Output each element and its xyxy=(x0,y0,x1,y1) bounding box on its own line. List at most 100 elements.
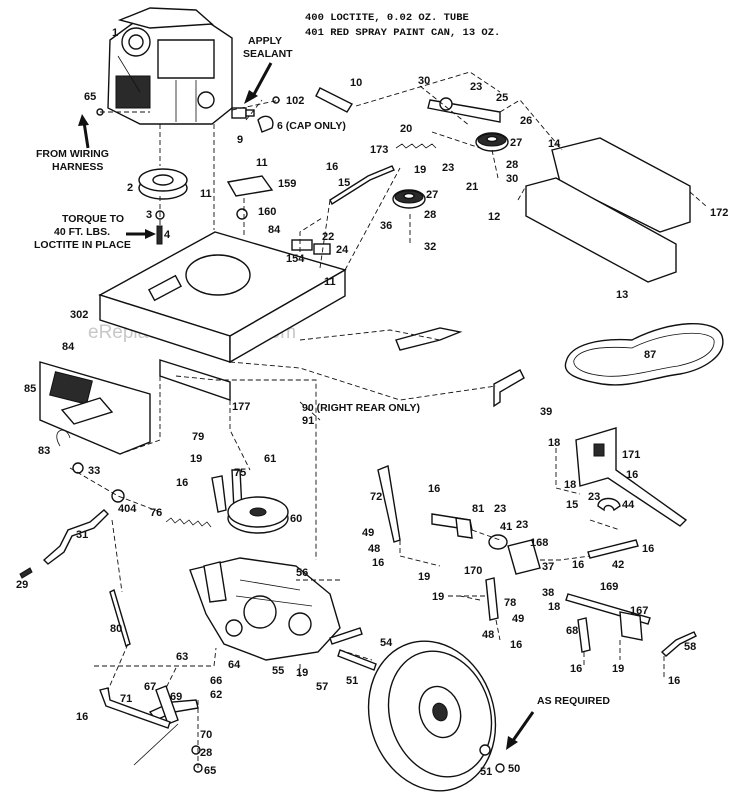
arrow-icon-sealant xyxy=(244,62,273,104)
callout-83: 83 xyxy=(38,445,50,457)
callout-42: 42 xyxy=(612,559,624,571)
callout-30b: 30 xyxy=(506,173,518,185)
callout-26: 26 xyxy=(520,115,532,127)
callout-23d: 23 xyxy=(494,503,506,515)
callout-51b: 51 xyxy=(480,766,492,778)
clip-44 xyxy=(597,497,621,512)
callout-labels: 1 65 102 9 2 3 4 11 11 159 160 84 154 22… xyxy=(16,27,728,778)
callout-2: 2 xyxy=(127,182,133,194)
callout-63: 63 xyxy=(176,651,188,663)
bracket-68 xyxy=(577,617,591,653)
callout-172: 172 xyxy=(710,207,728,219)
callout-16b: 16 xyxy=(176,477,188,489)
callout-57: 57 xyxy=(316,681,328,693)
callout-37: 37 xyxy=(542,561,554,573)
callout-29: 29 xyxy=(16,579,28,591)
callout-31: 31 xyxy=(76,529,88,541)
note-wiring-line2: HARNESS xyxy=(52,161,103,173)
washer-28 xyxy=(191,745,201,755)
callout-15b: 15 xyxy=(566,499,578,511)
callout-18a: 18 xyxy=(548,437,560,449)
arrow-icon-torque xyxy=(126,229,156,239)
rod-71 xyxy=(99,687,171,729)
callout-23c: 23 xyxy=(588,491,600,503)
plate-24 xyxy=(313,243,331,255)
note-torque-line1: TORQUE TO xyxy=(62,213,124,225)
callout-11a: 11 xyxy=(200,188,212,200)
callout-13: 13 xyxy=(616,289,628,301)
plate-154 xyxy=(291,239,313,251)
callout-91: 91 xyxy=(302,415,314,427)
callout-16j: 16 xyxy=(668,675,680,687)
callout-25: 25 xyxy=(496,92,508,104)
grip-29 xyxy=(19,567,33,579)
bracket-159 xyxy=(226,175,274,197)
callout-27a: 27 xyxy=(510,137,522,149)
callout-16f: 16 xyxy=(572,559,584,571)
callout-1: 1 xyxy=(112,27,118,39)
callout-87: 87 xyxy=(644,349,656,361)
callout-71: 71 xyxy=(120,693,132,705)
callout-171: 171 xyxy=(622,449,640,461)
frame-302 xyxy=(98,231,347,401)
callout-15: 15 xyxy=(338,177,350,189)
callout-23e: 23 xyxy=(516,519,528,531)
callout-173: 173 xyxy=(370,144,388,156)
callout-72: 72 xyxy=(370,491,382,503)
callout-11c: 11 xyxy=(324,276,336,288)
rod-58 xyxy=(660,631,697,657)
sealant-fitting xyxy=(231,107,274,133)
callout-48b: 48 xyxy=(482,629,494,641)
idler-pulley-27b xyxy=(392,189,426,209)
callout-50: 50 xyxy=(508,763,520,775)
callout-55: 55 xyxy=(272,665,284,677)
idler-arm-26 xyxy=(427,97,501,123)
callout-19f: 19 xyxy=(296,667,308,679)
callout-48a: 48 xyxy=(368,543,380,555)
callout-85: 85 xyxy=(24,383,36,395)
callout-177: 177 xyxy=(232,401,250,413)
spring-76 xyxy=(165,517,212,528)
callout-49b: 49 xyxy=(512,613,524,625)
callout-33: 33 xyxy=(88,465,100,477)
callout-69: 69 xyxy=(170,691,182,703)
rod-80 xyxy=(109,589,131,647)
assembly-168 xyxy=(488,534,541,575)
callout-80: 80 xyxy=(110,623,122,635)
note-paint: 401 RED SPRAY PAINT CAN, 13 OZ. xyxy=(305,27,500,39)
bolt-4 xyxy=(156,225,163,245)
callout-66: 66 xyxy=(210,675,222,687)
callout-79: 79 xyxy=(192,431,204,443)
note-loctite: 400 LOCTITE, 0.02 OZ. TUBE xyxy=(305,12,469,24)
callout-169: 169 xyxy=(600,581,618,593)
callout-30a: 30 xyxy=(418,75,430,87)
callout-28a: 28 xyxy=(506,159,518,171)
callout-60: 60 xyxy=(290,513,302,525)
callout-18b: 18 xyxy=(564,479,576,491)
callout-19e: 19 xyxy=(612,663,624,675)
callout-3: 3 xyxy=(146,209,152,221)
rod-42 xyxy=(587,539,639,559)
callout-67: 67 xyxy=(144,681,156,693)
callout-61: 61 xyxy=(264,453,276,465)
callout-11b: 11 xyxy=(256,157,268,169)
note-wiring-line1: FROM WIRING xyxy=(36,148,109,160)
callout-18c: 18 xyxy=(548,601,560,613)
axle-54 xyxy=(329,627,377,671)
callout-16e: 16 xyxy=(372,557,384,569)
callout-24: 24 xyxy=(336,244,349,256)
callout-16k: 16 xyxy=(76,711,88,723)
callout-76: 76 xyxy=(150,507,162,519)
callout-51a: 51 xyxy=(346,675,358,687)
callout-41: 41 xyxy=(500,521,512,533)
callout-159: 159 xyxy=(278,178,296,190)
callout-16a: 16 xyxy=(326,161,338,173)
callout-39: 39 xyxy=(540,406,552,418)
callout-22: 22 xyxy=(322,231,334,243)
callout-62: 62 xyxy=(210,689,222,701)
bracket-171 xyxy=(575,427,688,527)
callout-44: 44 xyxy=(622,499,635,511)
lever-167 xyxy=(619,611,643,641)
callout-9: 9 xyxy=(237,134,243,146)
callout-49a: 49 xyxy=(362,527,374,539)
